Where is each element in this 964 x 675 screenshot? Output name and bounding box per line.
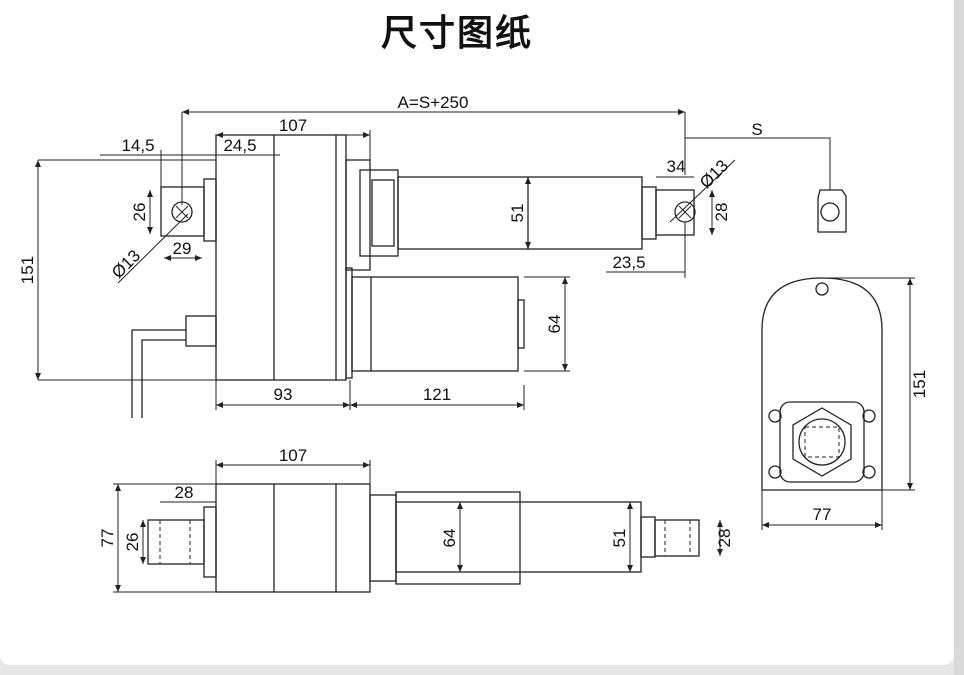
- dim-height: 151: [18, 256, 37, 284]
- dim-front-end: 23,5: [612, 253, 645, 272]
- bottom-view: 107 77 26 28 64 51 28: [98, 446, 734, 593]
- dim-stroke: S: [751, 120, 762, 139]
- cable-gland: [185, 315, 217, 347]
- dim-bottom-height: 77: [98, 529, 117, 548]
- page-title: 尺寸图纸: [380, 13, 533, 54]
- dim-rear-hole-h: 26: [130, 203, 149, 222]
- dim-bottom-rear-h: 26: [123, 533, 142, 552]
- extended-clevis: [817, 189, 847, 233]
- dim-motor-length: 107: [279, 116, 307, 135]
- dim-bottom-tube-h: 51: [610, 529, 629, 548]
- dim-motor-w: 121: [423, 385, 451, 404]
- side-view: 151 77: [761, 277, 929, 530]
- dim-rear-clevis-w: 29: [173, 239, 192, 258]
- dim-overall: A=S+250: [398, 93, 469, 112]
- bottom-gearbox: [215, 483, 371, 593]
- dim-tube-h: 51: [508, 204, 527, 223]
- motor: [351, 276, 519, 372]
- dim-bottom-front-h: 28: [715, 529, 734, 548]
- gearbox-body: [215, 134, 347, 381]
- front-view: A=S+250 S 107 14,5 24,5 26 29 Ø13 151 51…: [18, 93, 847, 418]
- front-clevis: [655, 189, 695, 236]
- dim-front-clevis-h: 28: [712, 203, 731, 222]
- dim-front-w: 34: [667, 157, 686, 176]
- dim-offset-b: 24,5: [223, 136, 256, 155]
- gear-housing: [345, 159, 371, 271]
- dim-side-height: 151: [910, 370, 929, 398]
- bottom-rear-end: [147, 519, 205, 565]
- dim-rear-hole-dia: Ø13: [108, 246, 144, 282]
- dim-bottom-rear-w: 28: [175, 483, 194, 502]
- dim-offset-a: 14,5: [121, 136, 154, 155]
- hex-nut: [792, 407, 852, 477]
- dim-gearbox-w: 93: [274, 385, 293, 404]
- bottom-front-end: [654, 519, 700, 557]
- inner-rod: [641, 186, 657, 240]
- dim-side-width: 77: [813, 505, 832, 524]
- dim-bottom-gear-h: 64: [440, 529, 459, 548]
- dim-bottom-motor-length: 107: [279, 446, 307, 465]
- rear-flange: [203, 178, 217, 242]
- dim-motor-dia: 64: [545, 315, 564, 334]
- side-flange: [779, 401, 865, 483]
- bottom-tube: [395, 501, 642, 573]
- frame-edge: [954, 0, 964, 675]
- dim-front-hole-dia: Ø13: [696, 156, 732, 192]
